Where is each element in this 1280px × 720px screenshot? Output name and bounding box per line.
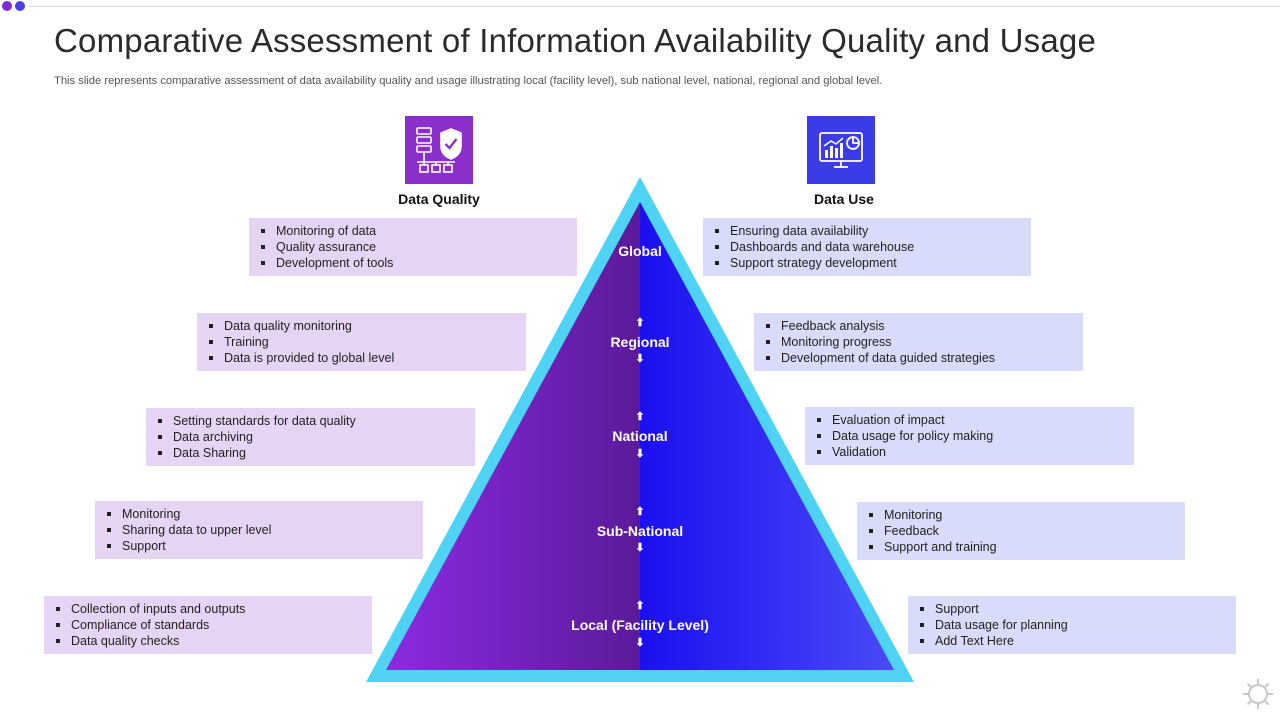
dashboard-chart-icon: [807, 116, 875, 184]
decor-dot-blue: [15, 1, 25, 11]
list-item: Data quality monitoring: [207, 318, 516, 334]
quality-box-sub-national: Monitoring Sharing data to upper level S…: [95, 501, 423, 559]
gear-icon: [1243, 679, 1273, 709]
arrow-down-icon: ⬇: [635, 637, 645, 649]
arrow-up-icon: ⬆: [635, 411, 645, 423]
arrow-down-icon: ⬇: [635, 542, 645, 554]
use-box-local: Support Data usage for planning Add Text…: [908, 596, 1236, 654]
list-item: Ensuring data availability: [713, 223, 1021, 239]
quality-box-national: Setting standards for data quality Data …: [146, 408, 475, 466]
list-item: Support and training: [867, 539, 1175, 555]
level-label-regional: Regional: [610, 334, 670, 350]
quality-box-global: Monitoring of data Quality assurance Dev…: [249, 218, 577, 276]
list-item: Data usage for planning: [918, 617, 1226, 633]
data-quality-heading: Data Quality: [398, 191, 480, 207]
list-item: Evaluation of impact: [815, 412, 1124, 428]
list-item: Development of tools: [259, 255, 567, 271]
top-divider: [28, 6, 1280, 7]
list-item: Feedback: [867, 523, 1175, 539]
list-item: Data usage for policy making: [815, 428, 1124, 444]
list-item: Quality assurance: [259, 239, 567, 255]
page-subtitle: This slide represents comparative assess…: [54, 75, 883, 87]
list-item: Monitoring of data: [259, 223, 567, 239]
pyramid-right-half: [640, 202, 894, 670]
level-label-national: National: [612, 428, 668, 444]
quality-box-local: Collection of inputs and outputs Complia…: [44, 596, 372, 654]
arrow-up-icon: ⬆: [635, 600, 645, 612]
use-box-national: Evaluation of impact Data usage for poli…: [805, 407, 1134, 465]
server-shield-check-icon: [405, 116, 473, 184]
list-item: Feedback analysis: [764, 318, 1073, 334]
list-item: Dashboards and data warehouse: [713, 239, 1021, 255]
level-label-global: Global: [618, 243, 662, 259]
list-item: Sharing data to upper level: [105, 522, 413, 538]
list-item: Data quality checks: [54, 633, 362, 649]
list-item: Development of data guided strategies: [764, 350, 1073, 366]
list-item: Add Text Here: [918, 633, 1226, 649]
use-box-regional: Feedback analysis Monitoring progress De…: [754, 313, 1083, 371]
quality-box-regional: Data quality monitoring Training Data is…: [197, 313, 526, 371]
list-item: Data Sharing: [156, 445, 465, 461]
list-item: Monitoring: [867, 507, 1175, 523]
list-item: Setting standards for data quality: [156, 413, 465, 429]
decor-dot-purple: [2, 1, 12, 11]
list-item: Monitoring: [105, 506, 413, 522]
level-label-sub-national: Sub-National: [596, 523, 684, 539]
list-item: Training: [207, 334, 516, 350]
list-item: Support: [105, 538, 413, 554]
page-title: Comparative Assessment of Information Av…: [54, 22, 1096, 59]
level-label-local: Local (Facility Level): [571, 617, 709, 633]
use-box-global: Ensuring data availability Dashboards an…: [703, 218, 1031, 276]
list-item: Data is provided to global level: [207, 350, 516, 366]
list-item: Validation: [815, 444, 1124, 460]
list-item: Data archiving: [156, 429, 465, 445]
arrow-down-icon: ⬇: [635, 448, 645, 460]
list-item: Collection of inputs and outputs: [54, 601, 362, 617]
list-item: Support: [918, 601, 1226, 617]
arrow-up-icon: ⬆: [635, 506, 645, 518]
pyramid-left-half: [386, 202, 640, 670]
data-use-heading: Data Use: [814, 191, 874, 207]
arrow-down-icon: ⬇: [635, 353, 645, 365]
list-item: Compliance of standards: [54, 617, 362, 633]
arrow-up-icon: ⬆: [635, 317, 645, 329]
use-box-sub-national: Monitoring Feedback Support and training: [857, 502, 1185, 560]
list-item: Support strategy development: [713, 255, 1021, 271]
list-item: Monitoring progress: [764, 334, 1073, 350]
